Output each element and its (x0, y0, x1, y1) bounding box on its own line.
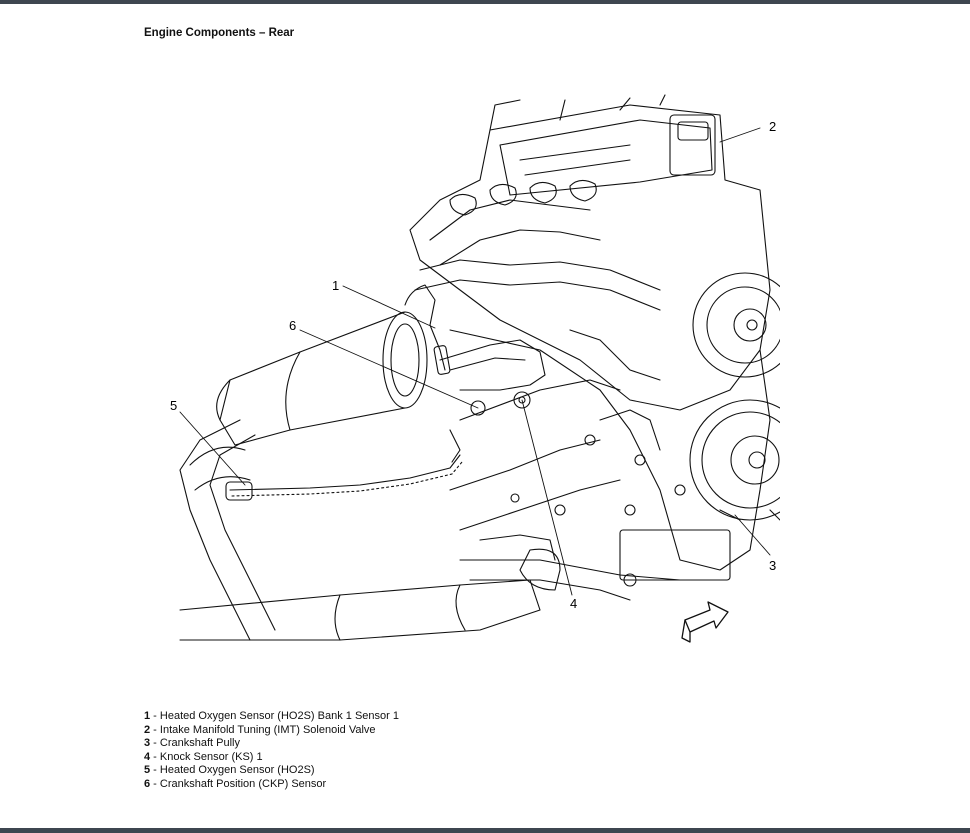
legend-number: 1 (144, 710, 151, 722)
legend-number: 3 (144, 737, 151, 749)
callout-5: 5 (170, 398, 177, 413)
legend-number: 6 (144, 777, 151, 790)
legend-item: 1 - Heated Oxygen Sensor (HO2S) Bank 1 S… (144, 710, 399, 724)
legend-number: 4 (144, 750, 151, 763)
page-title: Engine Components – Rear (144, 27, 295, 39)
callout-6: 6 (289, 318, 296, 333)
sensors-wiring-drawing (225, 284, 531, 501)
top-border-bar (0, 0, 970, 4)
component-legend: 1 - Heated Oxygen Sensor (HO2S) Bank 1 S… (144, 710, 399, 791)
legend-text: - Intake Manifold Tuning (IMT) Solenoid … (150, 723, 376, 736)
legend-item: 2 - Intake Manifold Tuning (IMT) Solenoi… (144, 724, 399, 738)
engine-line-drawing: 1 2 3 4 5 6 (170, 94, 780, 643)
engine-components-illustration: 1 2 3 4 5 6 (160, 90, 780, 660)
legend-text: - Heated Oxygen Sensor (HO2S) Bank 1 Sen… (150, 710, 399, 722)
callout-leader-lines (179, 127, 771, 596)
direction-arrow-drawing (681, 601, 729, 643)
legend-item: 4 - Knock Sensor (KS) 1 (144, 751, 399, 765)
legend-text: - Crankshaft Position (CKP) Sensor (150, 777, 327, 790)
legend-item: 3 - Crankshaft Pully (144, 737, 399, 751)
exhaust-system-drawing (179, 311, 561, 641)
callout-1: 1 (332, 278, 339, 293)
legend-item: 5 - Heated Oxygen Sensor (HO2S) (144, 764, 399, 778)
engine-block-drawing (449, 329, 771, 601)
bottom-border-bar (0, 828, 970, 833)
callout-2: 2 (769, 119, 776, 134)
legend-text: - Knock Sensor (KS) 1 (150, 750, 263, 763)
legend-number: 5 (144, 764, 151, 776)
legend-text: - Crankshaft Pully (150, 737, 240, 749)
legend-text: - Heated Oxygen Sensor (HO2S) (150, 764, 315, 776)
legend-item: 6 - Crankshaft Position (CKP) Sensor (144, 778, 399, 792)
intake-manifold-drawing (409, 94, 771, 411)
pulleys-drawing (689, 272, 780, 521)
legend-number: 2 (144, 723, 151, 736)
callout-4: 4 (570, 596, 577, 611)
callout-3: 3 (769, 558, 776, 573)
